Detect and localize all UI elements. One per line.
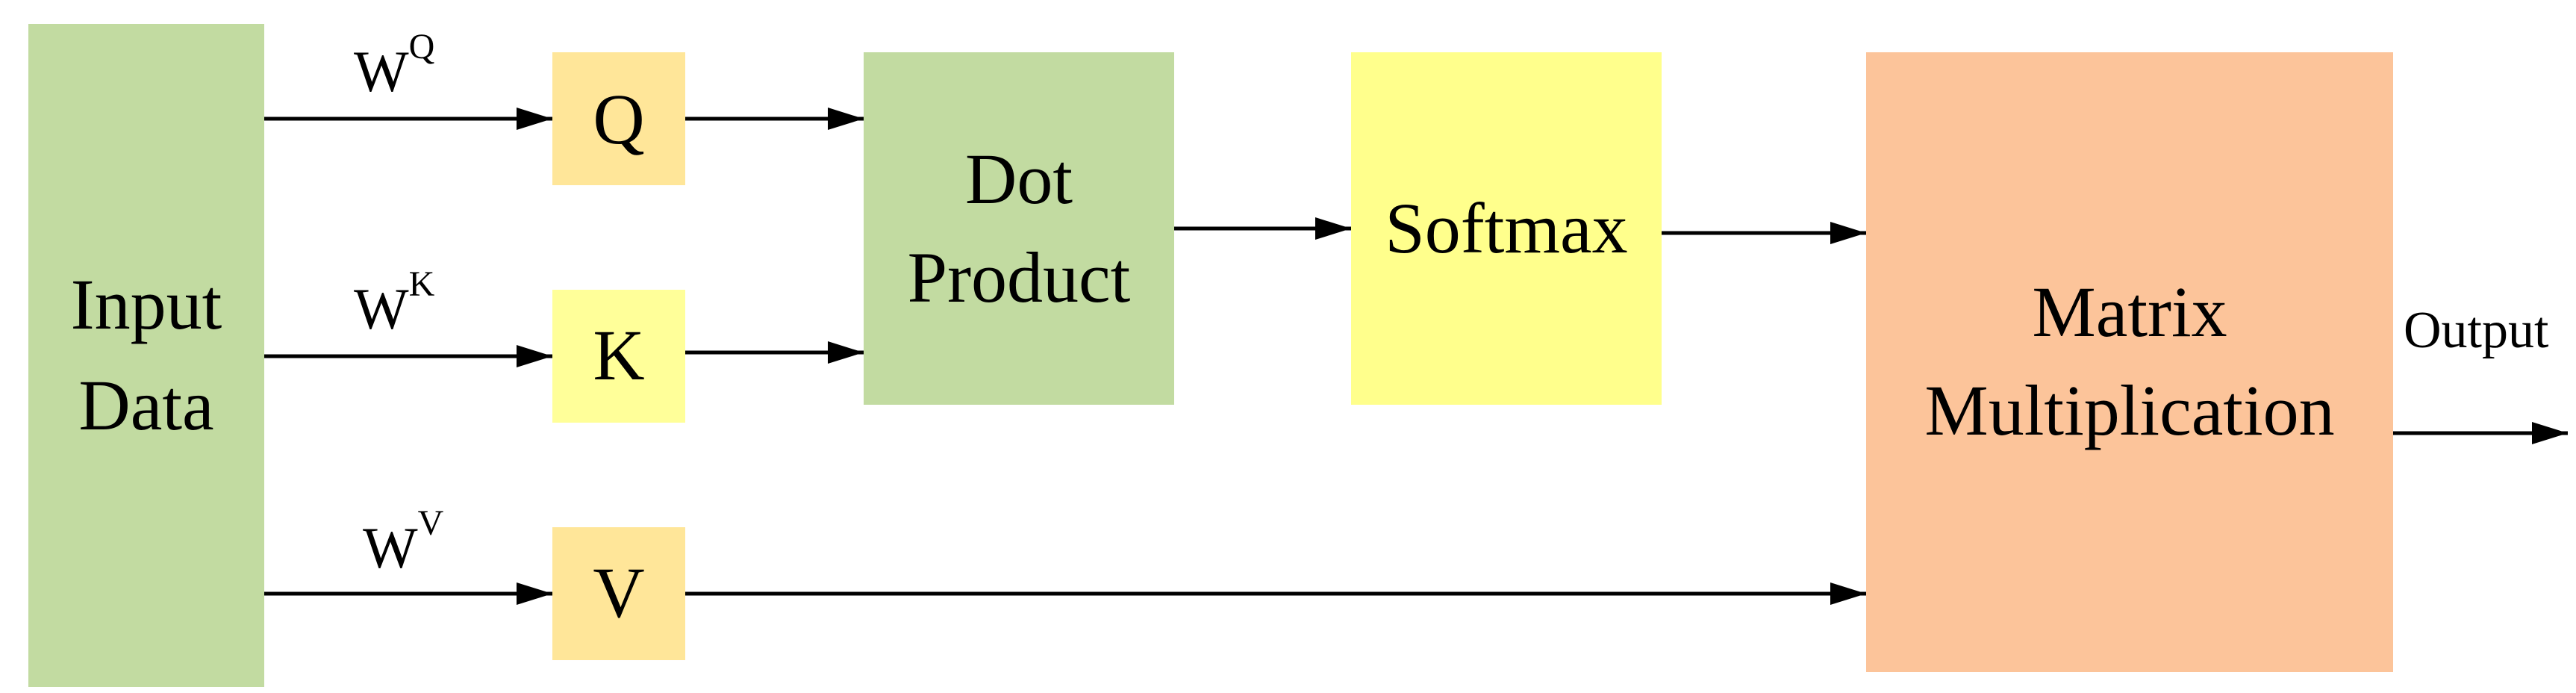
q-box (552, 52, 685, 185)
weight-v-label: WV (363, 503, 444, 580)
weight-k-base: W (354, 276, 409, 341)
input-data-label-line1: Input (71, 264, 222, 344)
weight-k-label: WK (354, 264, 435, 341)
weight-k-superscript: K (409, 264, 435, 304)
weight-q-superscript: Q (409, 27, 435, 66)
k-box (552, 290, 685, 423)
output-label: Output (2404, 302, 2549, 359)
softmax-label: Softmax (1385, 188, 1627, 268)
q-label: Q (593, 79, 644, 159)
dot-product-box (864, 52, 1174, 405)
weight-q-label: WQ (354, 27, 434, 104)
v-box (552, 527, 685, 660)
matrix-multiplication-label-line1: Matrix (2032, 272, 2227, 352)
softmax-box (1351, 52, 1662, 405)
input-data-box (28, 24, 264, 687)
dot-product-label-line1: Dot (965, 139, 1073, 219)
matrix-multiplication-box (1866, 52, 2393, 672)
weight-q-base: W (354, 39, 409, 104)
k-label: K (593, 315, 644, 395)
dot-product-label-line2: Product (908, 237, 1131, 317)
v-label: V (593, 553, 644, 633)
weight-v-superscript: V (418, 503, 444, 543)
weight-v-base: W (363, 515, 418, 580)
input-data-label-line2: Data (78, 365, 213, 445)
matrix-multiplication-label-line2: Multiplication (1924, 370, 2334, 450)
